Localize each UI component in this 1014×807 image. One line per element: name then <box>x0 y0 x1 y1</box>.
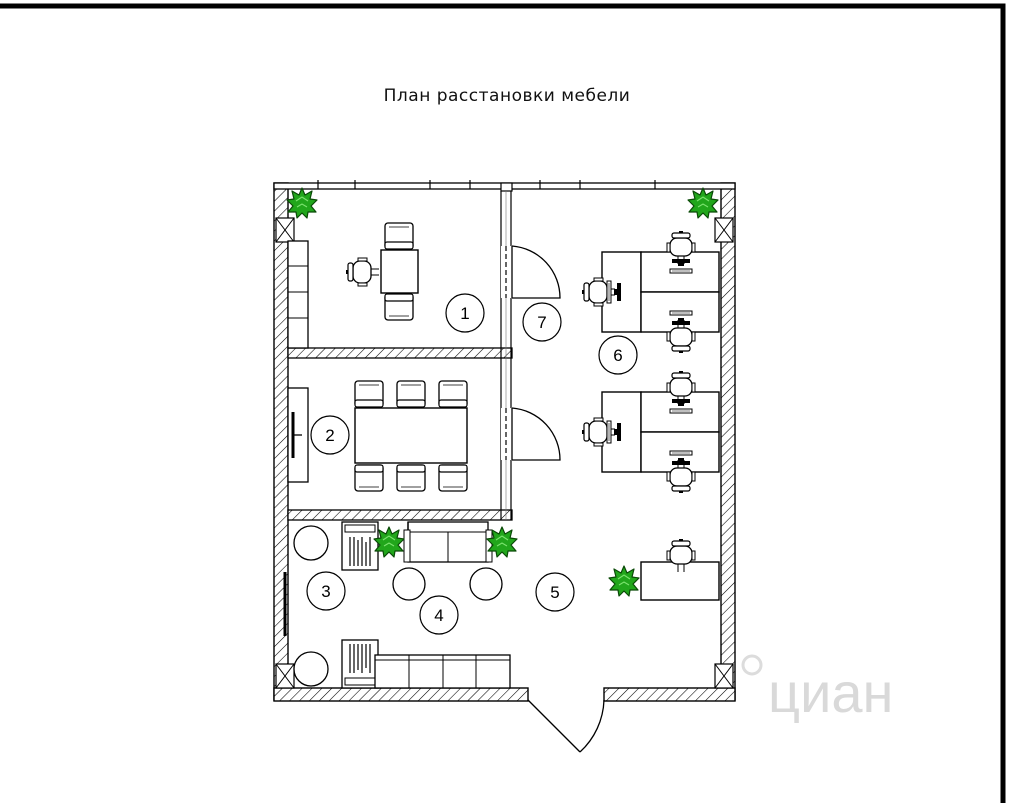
watermark: циан <box>741 654 893 724</box>
room-label-4: 4 <box>419 595 459 635</box>
room-number: 1 <box>460 304 469 323</box>
lounge-furniture <box>283 521 511 689</box>
room-label-3: 3 <box>306 571 346 611</box>
watermark-text: циан <box>768 661 893 724</box>
room-label-6: 6 <box>598 335 638 375</box>
room-number: 2 <box>325 426 334 445</box>
doors <box>501 245 605 753</box>
room-label-2: 2 <box>310 415 350 455</box>
room-number: 4 <box>434 606 443 625</box>
workspace-furniture <box>582 231 720 601</box>
room-labels: 1 2 3 4 5 6 7 <box>306 293 638 635</box>
room-number: 5 <box>550 583 559 602</box>
exterior-walls <box>273 180 736 702</box>
plan-title: План расстановки мебели <box>383 86 631 106</box>
room-label-5: 5 <box>535 572 575 612</box>
interior-partitions <box>287 191 513 521</box>
room-label-7: 7 <box>522 302 562 342</box>
meeting-room-furniture <box>287 380 468 492</box>
room-number: 7 <box>537 313 546 332</box>
room-label-1: 1 <box>445 293 485 333</box>
room-number: 3 <box>321 582 330 601</box>
office-furniture <box>287 222 419 349</box>
sheet-frame <box>0 3 1006 803</box>
room-number: 6 <box>613 346 622 365</box>
